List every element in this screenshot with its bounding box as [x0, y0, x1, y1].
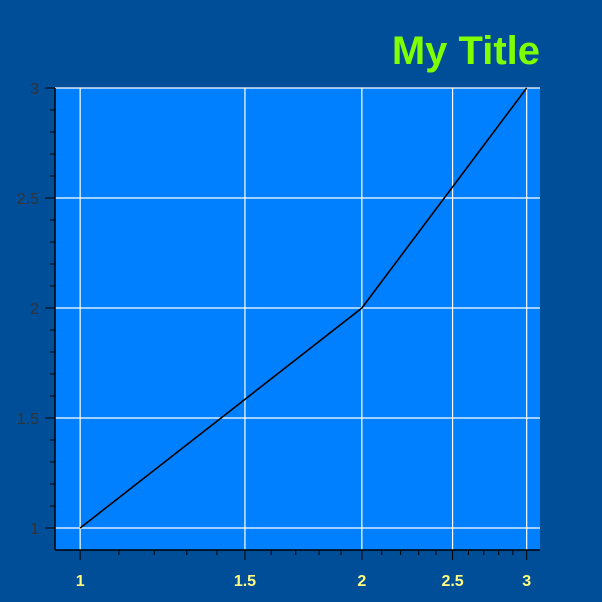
- x-tick-label: 2.5: [441, 573, 463, 590]
- y-tick-label: 2: [30, 301, 39, 318]
- y-tick-label: 2.5: [17, 191, 39, 208]
- axes: [45, 87, 540, 560]
- series-line: [79, 87, 528, 529]
- grid: [55, 87, 540, 550]
- x-tick-label: 1: [76, 573, 85, 590]
- plot-area: [55, 88, 540, 550]
- y-tick-label: 1: [30, 521, 39, 538]
- x-tick-label: 3: [522, 573, 531, 590]
- series: [79, 87, 528, 529]
- tick-labels: 1 1.5 2 2.5 3 1 1.5 2 2.5 3: [17, 81, 531, 590]
- y-tick-label: 3: [30, 81, 39, 98]
- chart-title: My Title: [392, 29, 540, 73]
- x-tick-label: 1.5: [234, 573, 256, 590]
- y-tick-label: 1.5: [17, 411, 39, 428]
- x-tick-label: 2: [357, 573, 366, 590]
